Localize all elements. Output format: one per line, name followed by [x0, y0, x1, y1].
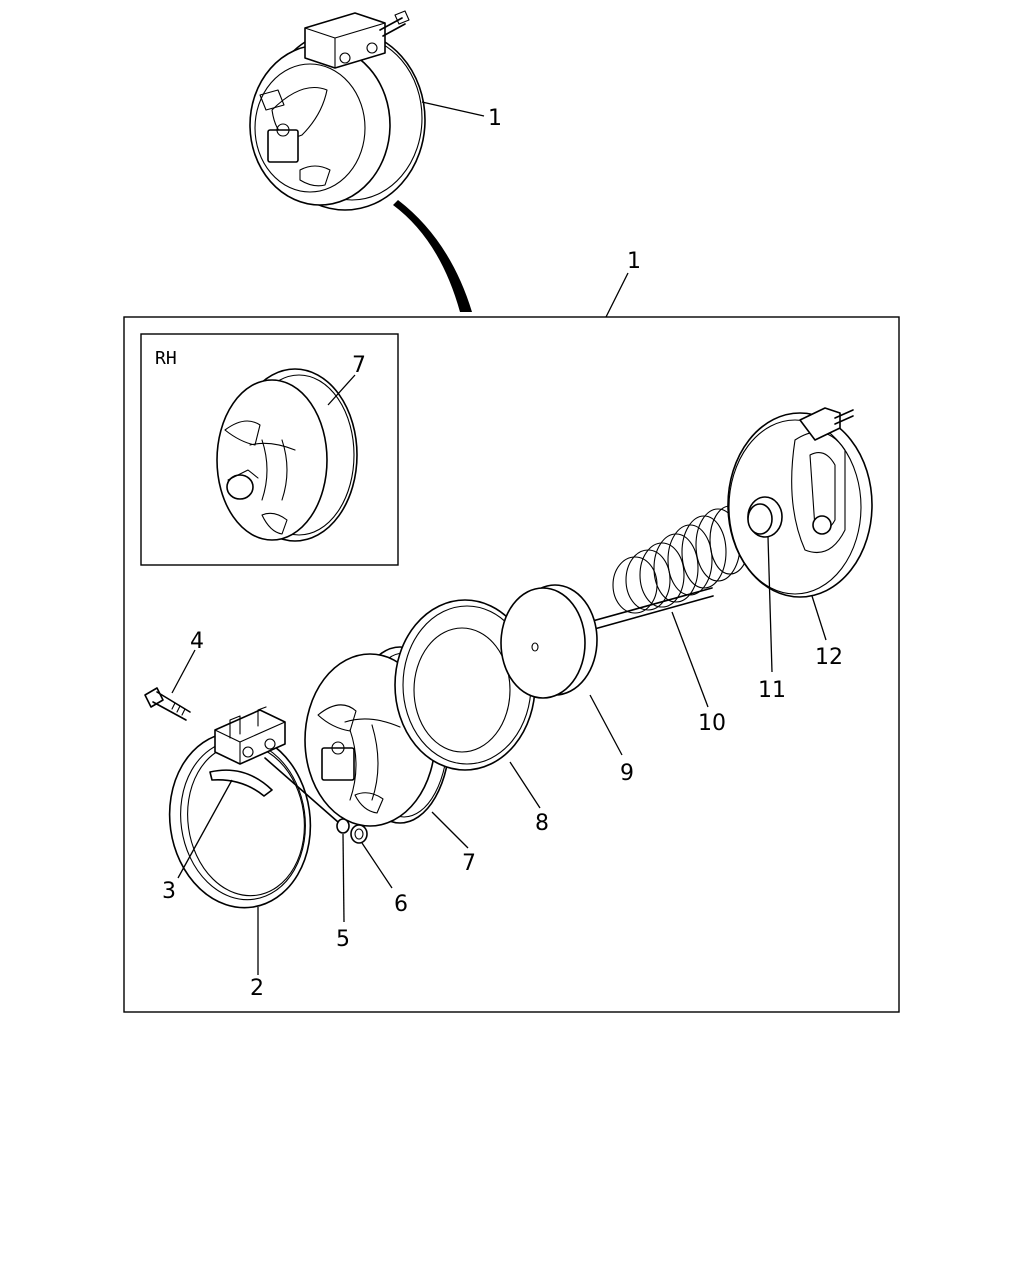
assembly-arrow — [393, 200, 472, 312]
piston-plate — [500, 584, 598, 699]
callout-plate: 3 — [162, 879, 176, 904]
inset-diaphragm-housing — [216, 368, 358, 542]
callout-bolt: 4 — [190, 629, 204, 654]
rod-seal — [747, 496, 783, 538]
hex-nut — [350, 824, 368, 844]
return-spring — [612, 505, 751, 614]
callout-washer: 5 — [336, 927, 350, 952]
callout-housing: 12 — [815, 645, 843, 670]
callout-inset-diaphragm: 7 — [352, 353, 366, 378]
spring-housing — [727, 407, 873, 598]
callout-piston-plate: 9 — [620, 761, 634, 786]
bolt — [144, 687, 191, 721]
spacer-plate — [209, 769, 273, 797]
exploded-view-frame — [123, 316, 900, 1013]
callout-nut: 6 — [394, 892, 408, 917]
callout-assembly-box: 1 — [627, 249, 641, 274]
callout-spring: 10 — [698, 711, 726, 736]
callout-seal: 11 — [758, 678, 786, 703]
rh-inset-label: RH — [155, 348, 177, 369]
clamp-block — [214, 706, 339, 823]
assembled-chamber-top — [249, 10, 426, 211]
callout-assembly-top: 1 — [488, 106, 502, 131]
callout-diaphragm-housing: 7 — [462, 851, 476, 876]
callout-clamp-ring: 2 — [250, 976, 264, 1001]
callout-diaphragm: 8 — [535, 811, 549, 836]
rh-inset-frame — [140, 333, 399, 566]
